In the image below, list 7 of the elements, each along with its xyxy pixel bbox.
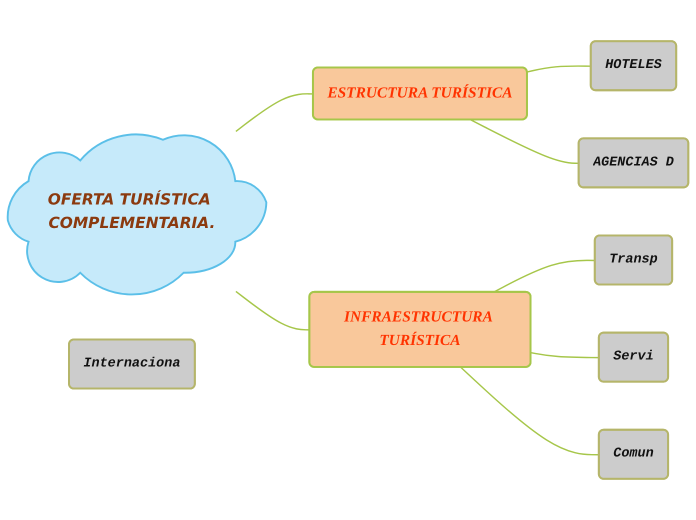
connector	[460, 366, 600, 456]
connector	[492, 260, 596, 294]
connector	[470, 119, 580, 164]
connector	[527, 65, 592, 73]
connector	[235, 290, 310, 331]
connector	[235, 93, 314, 132]
connector	[530, 352, 600, 358]
